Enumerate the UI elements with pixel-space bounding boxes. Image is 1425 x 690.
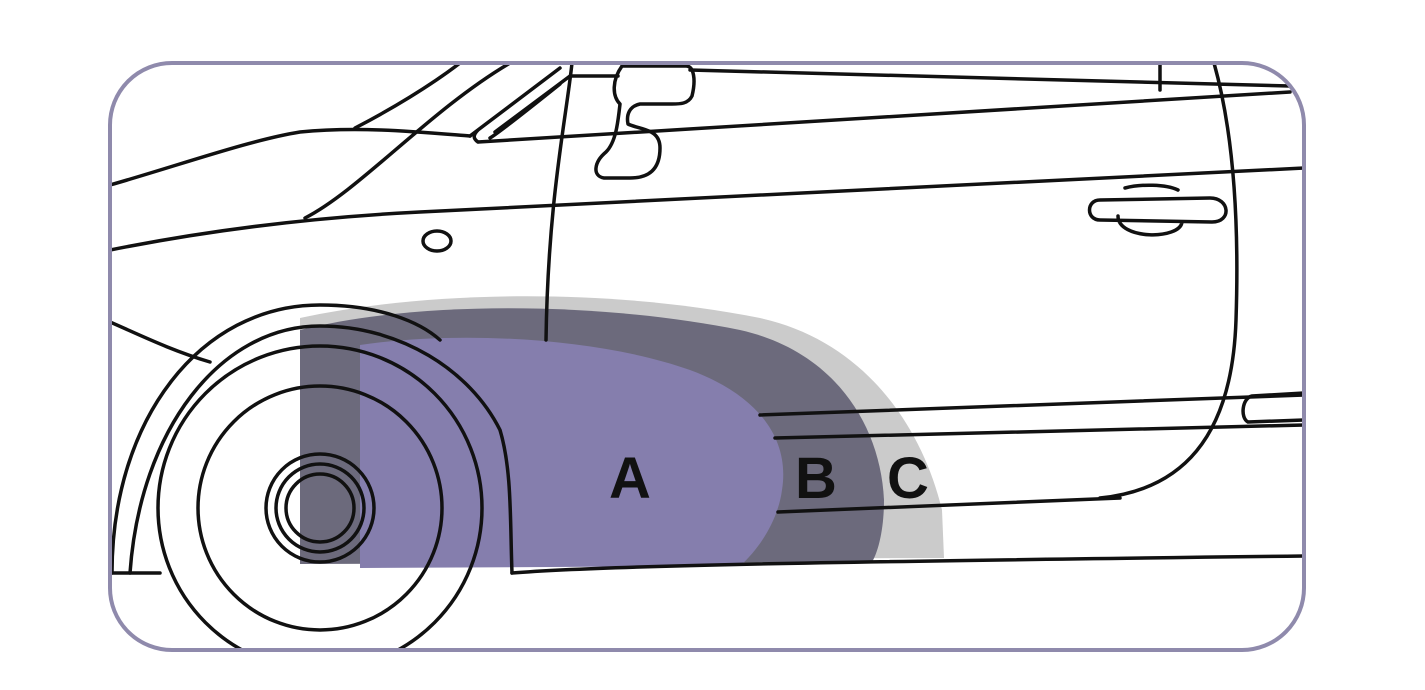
hood-line <box>110 127 472 187</box>
hub-ring-1 <box>264 452 376 564</box>
rear-trim <box>1241 391 1304 424</box>
a-pillar-outer <box>303 63 512 220</box>
zone-a-area <box>360 337 784 568</box>
car-illustration: A B C <box>110 63 1304 650</box>
rocker-line <box>776 496 1122 514</box>
hub-ring-2 <box>274 462 366 554</box>
side-marker-light <box>421 229 453 253</box>
hub-ring-3 <box>284 472 356 544</box>
car-outline <box>110 63 1304 650</box>
door-handle <box>1087 183 1228 237</box>
lower-crease-bottom <box>773 423 1304 440</box>
window-frame-upper <box>688 68 1292 88</box>
door-front-edge <box>544 63 574 342</box>
side-mirror <box>594 64 696 180</box>
body-crease-line <box>110 166 1304 252</box>
wheel-arch-outer <box>110 303 442 575</box>
sill-line <box>510 554 1304 575</box>
frame-border <box>108 61 1306 652</box>
door-rear-edge <box>1098 63 1239 500</box>
a-pillar-inner <box>353 63 462 130</box>
rim-outer <box>196 384 444 632</box>
front-bumper-line <box>110 320 212 364</box>
zone-b-label: B <box>795 446 837 511</box>
tire <box>156 344 484 650</box>
zone-a-label: A <box>609 446 651 511</box>
lower-crease-top <box>758 393 1304 417</box>
window-frame <box>468 66 1292 144</box>
wheel-arch-inner <box>128 324 514 575</box>
zone-c-label: C <box>887 446 929 511</box>
